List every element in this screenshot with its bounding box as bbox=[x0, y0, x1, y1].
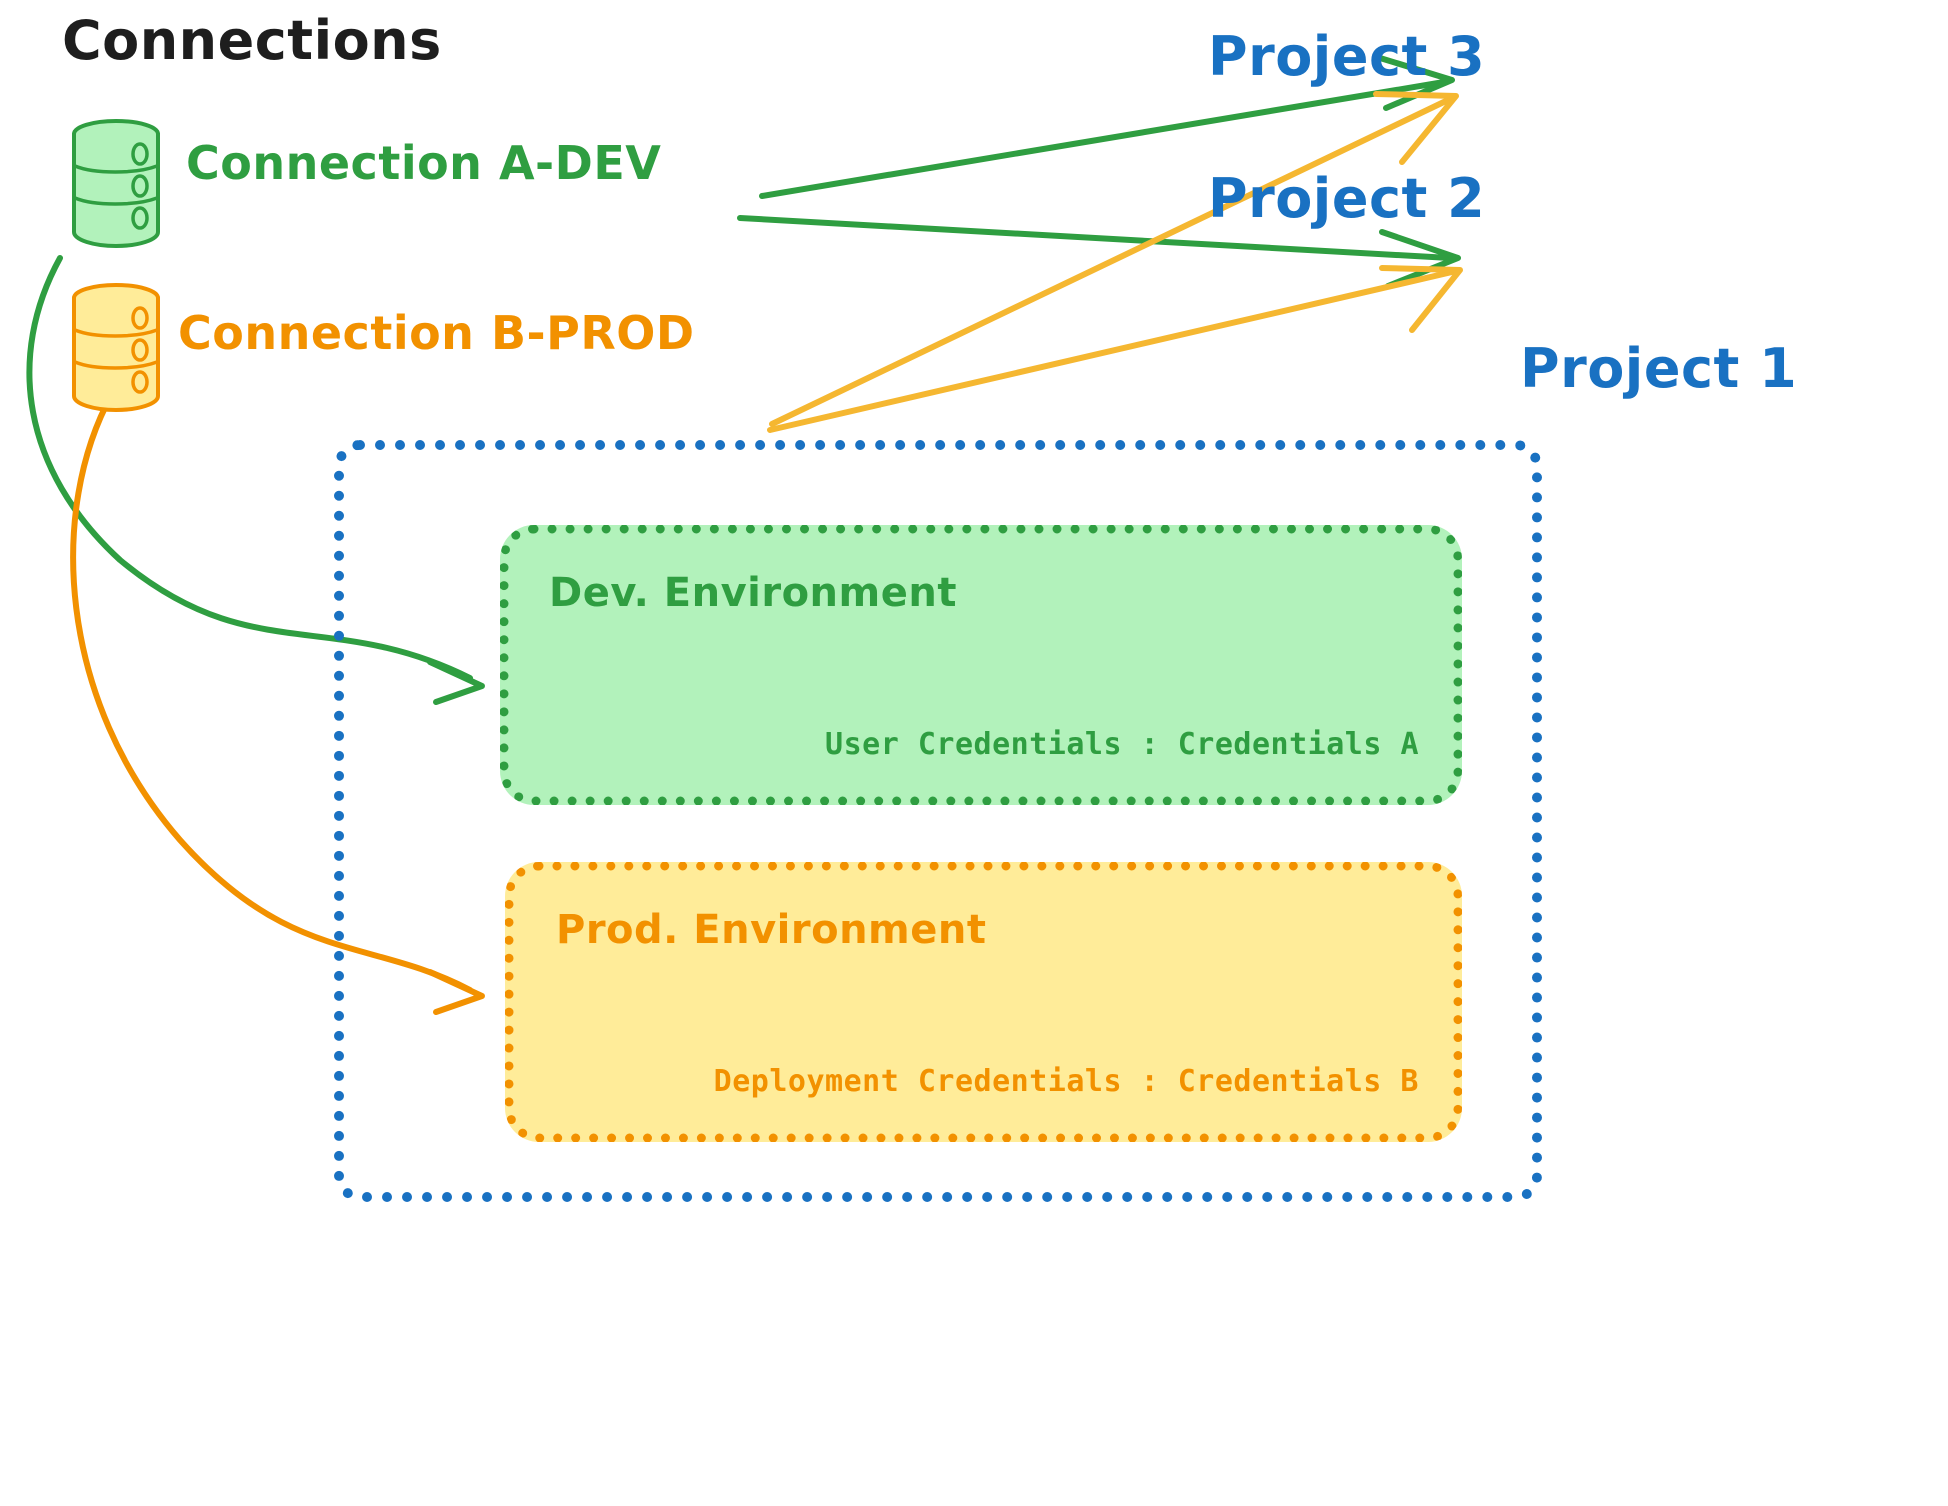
database-icon-a-dev bbox=[72, 119, 160, 249]
project-2-label[interactable]: Project 2 bbox=[1208, 167, 1486, 230]
prod-environment-credentials: Deployment Credentials : Credentials B bbox=[713, 1064, 1419, 1099]
page-title: Connections bbox=[62, 9, 442, 72]
dev-environment-title: Dev. Environment bbox=[549, 570, 957, 616]
project-3-label[interactable]: Project 3 bbox=[1208, 25, 1486, 88]
project-1-label[interactable]: Project 1 bbox=[1520, 337, 1798, 400]
prod-environment-box[interactable]: Prod. Environment Deployment Credentials… bbox=[505, 862, 1462, 1142]
dev-environment-box[interactable]: Dev. Environment User Credentials : Cred… bbox=[500, 525, 1462, 805]
prod-environment-title: Prod. Environment bbox=[556, 907, 987, 953]
dev-environment-credentials: User Credentials : Credentials A bbox=[825, 727, 1419, 762]
connection-a-dev-label[interactable]: Connection A-DEV bbox=[186, 136, 662, 190]
database-icon-b-prod bbox=[72, 283, 160, 413]
connection-b-prod-label[interactable]: Connection B-PROD bbox=[178, 306, 695, 360]
edge-b-prod-to-project-3 bbox=[769, 91, 1459, 427]
edge-b-prod-to-project-2 bbox=[767, 265, 1463, 433]
project-1-container bbox=[334, 440, 1542, 1202]
